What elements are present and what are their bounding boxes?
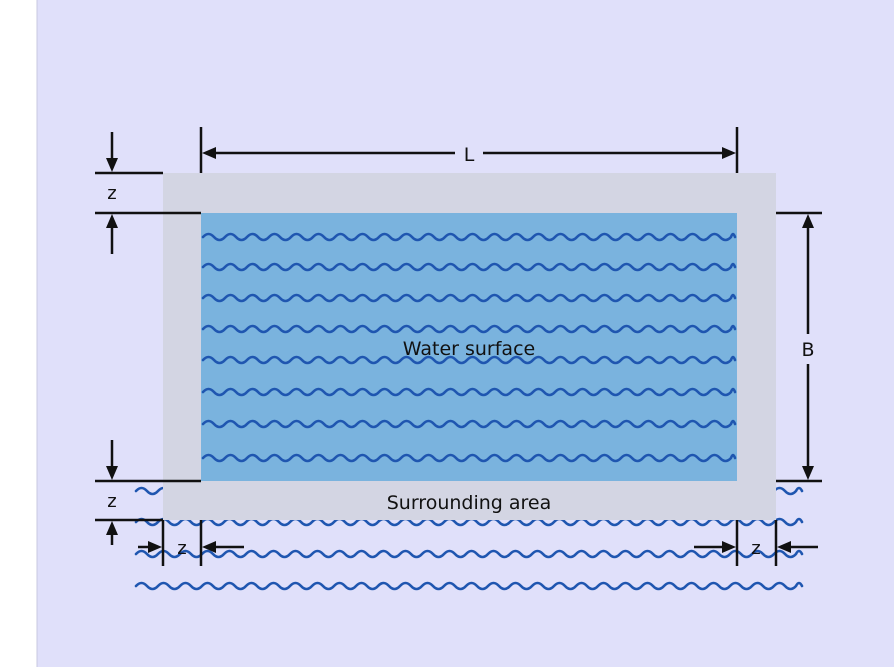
z-label-left: z [177, 538, 186, 559]
dimension-arrow-icon [148, 541, 162, 553]
dimension-arrow-icon [106, 521, 118, 535]
z-label-top: z [107, 183, 116, 204]
wave-line-icon [201, 232, 737, 242]
z-dimension-left: z [138, 520, 244, 566]
width-label: B [801, 339, 814, 361]
surrounding-area-label: Surrounding area [387, 492, 552, 514]
z-label-right: z [751, 538, 760, 559]
wave-line-icon [201, 293, 737, 303]
length-label: L [464, 144, 475, 166]
dimension-arrow-icon [106, 158, 118, 172]
dimension-arrow-icon [722, 541, 736, 553]
dimension-arrow-icon [802, 214, 814, 228]
dimension-arrow-icon [202, 147, 216, 159]
wave-line-icon [201, 262, 737, 272]
wave-line-icon [201, 355, 737, 365]
width-dimension: B [776, 211, 822, 483]
wave-line-icon [201, 453, 737, 463]
wave-line-icon [201, 419, 737, 429]
z-dimension-right: z [694, 520, 818, 566]
wave-line-icon [201, 324, 737, 334]
z-dimension-bottom: z [95, 440, 201, 545]
water-surface-label: Water surface [403, 338, 535, 360]
dimension-arrow-icon [106, 214, 118, 228]
water-wave-lines [201, 232, 737, 463]
dimension-arrow-icon [722, 147, 736, 159]
wave-line-icon [201, 387, 737, 397]
dimension-arrow-icon [777, 541, 791, 553]
length-dimension: L [199, 127, 739, 173]
z-dimension-top: z [95, 132, 201, 254]
z-label-bottom: z [107, 491, 116, 512]
water-surface [201, 213, 737, 481]
wave-line-icon [134, 549, 804, 559]
dimension-arrow-icon [202, 541, 216, 553]
dimension-arrow-icon [802, 466, 814, 480]
dimension-arrow-icon [106, 466, 118, 480]
wave-line-icon [134, 581, 804, 591]
